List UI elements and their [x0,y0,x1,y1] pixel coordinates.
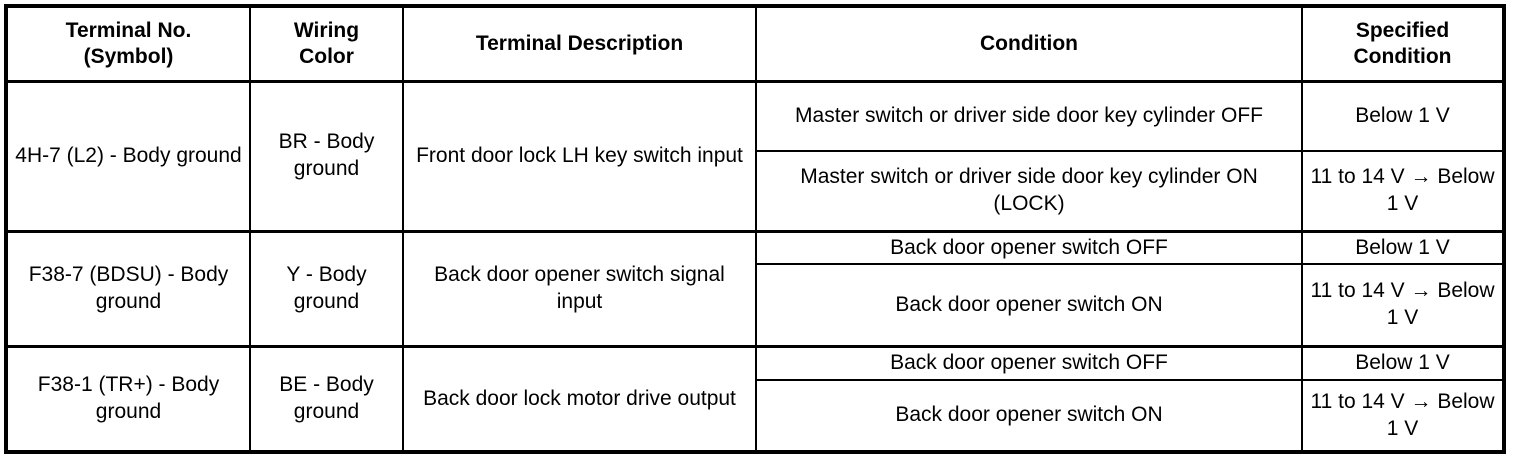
cell-specified-condition: 11 to 14 V → Below 1 V [1301,263,1505,348]
cell-wiring-color: BR - Body ground [249,79,404,232]
cell-wiring-color: BE - Body ground [249,344,404,454]
column-header-wiring-color: Wiring Color [249,5,404,83]
cell-terminal-description: Back door opener switch signal input [402,229,757,348]
table-row: Back door opener switch ON 11 to 14 V → … [6,379,1505,454]
terminal-specification-sheet: Terminal No. (Symbol) Wiring Color Termi… [4,4,1506,455]
cell-specified-condition: Below 1 V [1301,229,1505,266]
table-row: F38-1 (TR+) - Body ground BE - Body grou… [5,344,1505,454]
cell-condition: Back door opener switch OFF [755,344,1303,382]
cell-condition: Master switch or driver side door key cy… [755,150,1303,232]
terminal-specification-table: Terminal No. (Symbol) Wiring Color Termi… [4,4,1506,455]
cell-wiring-color: Y - Body ground [249,229,404,348]
table-row: 4H-7 (L2) - Body ground BR - Body ground… [5,79,1505,232]
cell-condition: Back door opener switch ON [755,379,1303,454]
column-header-specified-condition: Specified Condition [1301,5,1505,83]
header-line-1: Terminal No. [65,19,192,43]
header-line-2: (Symbol) [83,44,174,68]
table-header: Terminal No. (Symbol) Wiring Color Termi… [5,5,1505,83]
cell-specified-condition: 11 to 14 V → Below 1 V [1301,150,1505,232]
cell-condition: Master switch or driver side door key cy… [755,79,1303,152]
cell-terminal-description: Back door lock motor drive output [402,344,757,454]
table-row: Master switch or driver side door key cy… [6,150,1505,232]
cell-specified-condition: Below 1 V [1301,79,1505,152]
cell-condition: Back door opener switch ON [755,263,1303,348]
header-line-2: Condition [1353,44,1452,68]
table-row: Back door opener switch ON 11 to 14 V → … [6,263,1505,348]
cell-terminal-description: Front door lock LH key switch input [402,79,757,232]
column-header-condition: Condition [755,5,1303,83]
cell-terminal-no: 4H-7 (L2) - Body ground [5,79,251,232]
table-body: 4H-7 (L2) - Body ground BR - Body ground… [5,79,1505,454]
column-header-terminal-no: Terminal No. (Symbol) [5,5,251,83]
column-header-terminal-description: Terminal Description [402,5,757,83]
cell-specified-condition: Below 1 V [1301,344,1505,382]
table-row: F38-7 (BDSU) - Body ground Y - Body grou… [5,229,1505,348]
header-row: Terminal No. (Symbol) Wiring Color Termi… [5,5,1505,83]
header-line-1: Wiring [293,19,360,43]
header-line-1: Terminal Description [475,31,684,55]
header-line-1: Condition [980,31,1078,55]
cell-specified-condition: 11 to 14 V → Below 1 V [1301,379,1505,454]
cell-condition: Back door opener switch OFF [755,229,1303,266]
header-line-2: Color [299,44,354,68]
cell-terminal-no: F38-7 (BDSU) - Body ground [5,229,251,348]
cell-terminal-no: F38-1 (TR+) - Body ground [5,344,251,454]
header-line-1: Specified [1355,19,1450,43]
